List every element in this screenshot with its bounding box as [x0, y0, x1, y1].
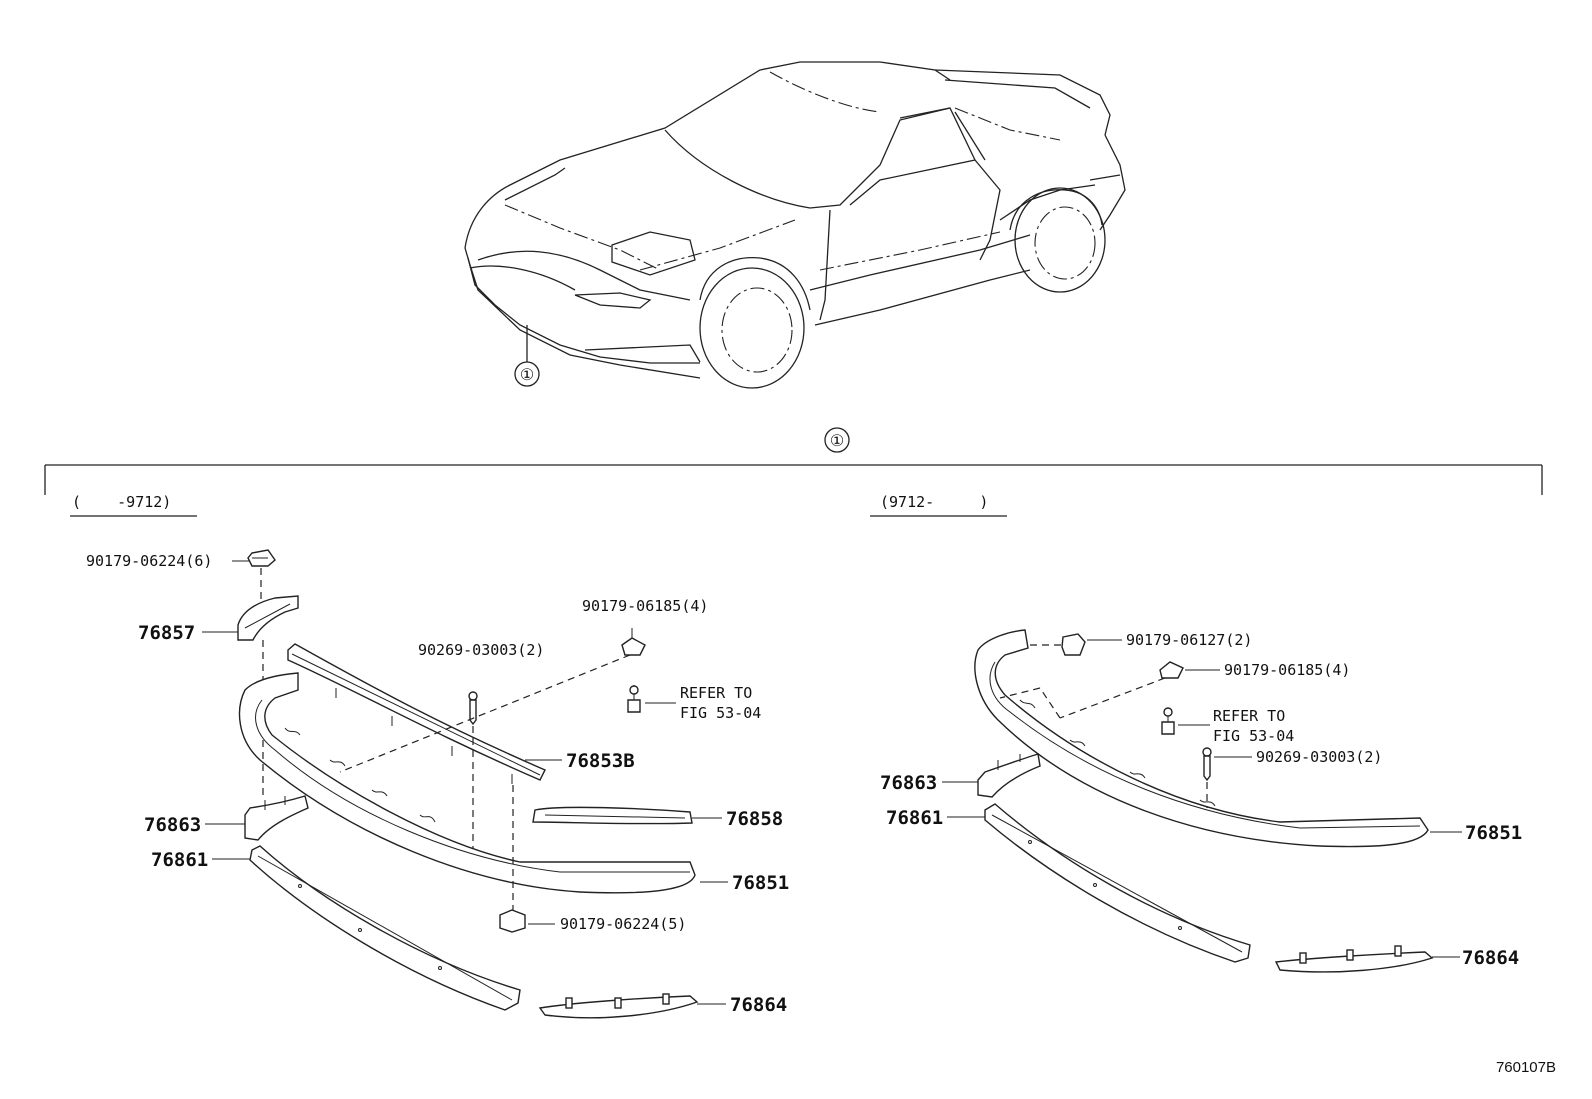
nut-icon [1061, 633, 1086, 656]
right-label-76863: 76863 [880, 772, 937, 794]
nut-icon [499, 909, 526, 933]
car-callout: ① [520, 365, 534, 384]
right-label-refer-2: FIG 53-04 [1213, 727, 1294, 745]
left-label-nut-retainer: 90179-06185(4) [582, 597, 708, 615]
left-label-76857: 76857 [138, 622, 195, 644]
left-date-range: ( -9712) [72, 493, 171, 511]
right-label-nut-top: 90179-06127(2) [1126, 631, 1252, 649]
right-label-nut-retainer: 90179-06185(4) [1224, 661, 1350, 679]
car-illustration [464, 61, 1126, 389]
right-label-refer-1: REFER TO [1213, 707, 1285, 725]
group-bracket [44, 427, 1543, 495]
left-label-76851: 76851 [732, 872, 789, 894]
left-label-76864: 76864 [730, 994, 787, 1016]
left-label-76858: 76858 [726, 808, 783, 830]
left-label-76863: 76863 [144, 814, 201, 836]
clip-icon [1202, 747, 1212, 782]
left-label-76861: 76861 [151, 849, 208, 871]
right-date-range: (9712- ) [880, 493, 988, 511]
right-label-76864: 76864 [1462, 947, 1519, 969]
retainer-icon [621, 628, 646, 656]
left-label-refer-1: REFER TO [680, 684, 752, 702]
left-label-76853B: 76853B [566, 750, 635, 772]
left-label-refer-2: FIG 53-04 [680, 704, 761, 722]
figure-id: 760107B [1496, 1059, 1556, 1076]
retainer-icon [1159, 661, 1184, 679]
clip-icon [468, 691, 478, 726]
right-label-76861: 76861 [886, 807, 943, 829]
nut-icon [247, 549, 276, 567]
right-label-76851: 76851 [1465, 822, 1522, 844]
group-callout: ① [830, 431, 844, 450]
bolt-icon [627, 685, 641, 713]
left-label-nut-top: 90179-06224(6) [86, 552, 212, 570]
left-label-nut-bottom: 90179-06224(5) [560, 915, 686, 933]
bolt-icon [1161, 707, 1175, 735]
right-label-clip: 90269-03003(2) [1256, 748, 1382, 766]
left-label-clip: 90269-03003(2) [418, 641, 544, 659]
